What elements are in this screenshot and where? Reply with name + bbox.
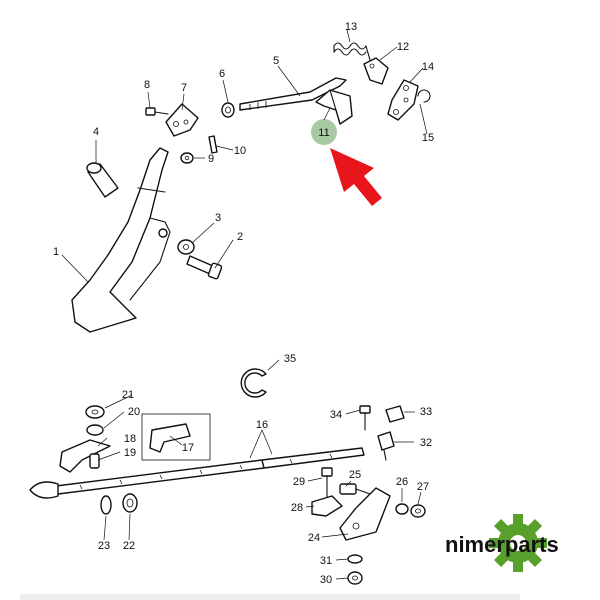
highlight-marker [311,119,337,145]
callout-26: 26 [396,476,408,488]
washer-31 [347,554,363,564]
callout-15: 15 [422,132,434,144]
callout-31: 31 [320,555,332,567]
callout-33: 33 [420,406,432,418]
pedal-lever [71,147,171,333]
callout-14: 14 [422,61,434,73]
callout-9: 9 [208,153,214,165]
callout-30: 30 [320,574,332,586]
callout-27: 27 [417,481,429,493]
nut-21 [85,405,105,419]
bracket-17 [149,423,191,453]
nut-27 [410,504,426,518]
nut-22 [122,493,138,513]
cam-12 [363,57,389,85]
bracket-28 [311,495,343,517]
clip-33 [385,405,405,423]
red-arrow [330,148,382,206]
callout-24: 24 [308,532,320,544]
callout-19: 19 [124,447,136,459]
washer-3 [177,239,195,255]
cotter-pin-10 [208,135,218,154]
cable-knob [29,481,59,499]
callout-34: 34 [330,409,342,421]
rod-5 [239,77,347,111]
callout-4: 4 [93,126,99,138]
bolt-8 [145,107,169,116]
bolt-25 [339,483,371,495]
connector-32 [377,431,395,461]
callout-labels: 1 2 3 4 5 6 7 8 9 10 11 12 13 14 15 16 1… [53,21,434,586]
callout-18: 18 [124,433,136,445]
lever-plate-14 [387,79,419,121]
bolt-29 [321,467,333,499]
bottom-bar [20,594,520,600]
callout-23: 23 [98,540,110,552]
callout-28: 28 [291,502,303,514]
callout-29: 29 [293,476,305,488]
spring-13 [333,42,371,61]
leader-lines [61,29,428,580]
callout-13: 13 [345,21,357,33]
callout-20: 20 [128,406,140,418]
washer-9 [180,152,194,164]
bolt-19 [89,453,100,469]
clip-15 [417,89,431,103]
bolt-34 [359,405,371,431]
nut-30 [347,571,363,585]
bracket-17-box [141,413,211,461]
callout-16: 16 [256,419,268,431]
bolt-2 [186,255,223,280]
callout-17: 17 [182,442,194,454]
callout-6: 6 [219,68,225,80]
bracket-11 [315,89,353,125]
brand-name: nimerparts [445,532,559,557]
callout-10: 10 [234,145,246,157]
washer-26 [395,503,409,515]
callout-32: 32 [420,437,432,449]
callout-21: 21 [122,389,134,401]
bracket-18 [59,439,111,473]
gear-icon [489,514,547,572]
callout-5: 5 [273,55,279,67]
callout-2: 2 [237,231,243,243]
callout-3: 3 [215,212,221,224]
callout-11: 11 [318,127,329,139]
callout-35: 35 [284,353,296,365]
callout-12: 12 [397,41,409,53]
nut-6 [221,102,235,118]
brand-logo: nimerparts [445,514,559,572]
callout-25: 25 [349,469,361,481]
retaining-ring-35 [240,368,267,398]
spring-washer-23 [100,495,112,515]
clevis [165,103,199,137]
callout-7: 7 [181,82,187,94]
callout-8: 8 [144,79,150,91]
bracket-24 [339,487,391,541]
washer-20 [86,424,104,436]
callout-22: 22 [123,540,135,552]
callout-1: 1 [53,246,59,258]
pedal-pad [86,162,119,198]
